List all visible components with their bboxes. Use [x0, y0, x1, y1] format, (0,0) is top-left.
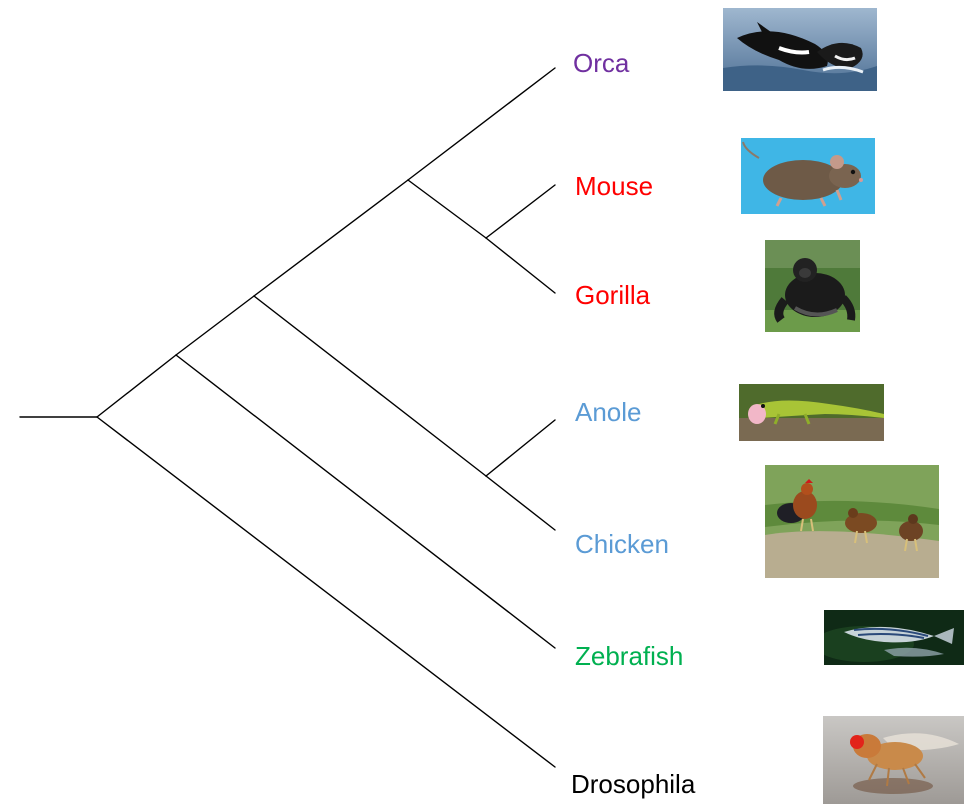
taxon-label-drosophila: Drosophila	[571, 771, 695, 797]
anole-photo	[739, 384, 884, 441]
branch-root-to-node1	[97, 355, 176, 417]
branch-orca	[408, 68, 555, 180]
branch-node1-to-node2	[176, 296, 254, 355]
zebrafish-photo	[824, 610, 964, 665]
taxon-label-zebrafish: Zebrafish	[575, 643, 683, 669]
taxon-label-orca: Orca	[573, 50, 629, 76]
branch-mouse	[486, 185, 555, 238]
branch-anole	[486, 420, 555, 476]
taxon-label-mouse: Mouse	[575, 173, 653, 199]
branch-chicken	[486, 476, 555, 530]
taxon-label-gorilla: Gorilla	[575, 282, 650, 308]
orca-photo	[723, 8, 877, 91]
branch-gorilla	[486, 238, 555, 293]
branch-zebrafish	[176, 355, 555, 648]
taxon-label-anole: Anole	[575, 399, 642, 425]
chicken-photo	[765, 465, 939, 578]
drosophila-photo	[823, 716, 964, 804]
taxon-label-chicken: Chicken	[575, 531, 669, 557]
mouse-photo	[741, 138, 875, 214]
gorilla-photo	[765, 240, 860, 332]
branch-node2-to-reptile-bird-node	[254, 296, 486, 476]
branch-node2-to-mammal-node	[254, 180, 408, 296]
branch-drosophila	[97, 417, 555, 767]
branch-mammal-to-mouse-gorilla	[408, 180, 486, 238]
